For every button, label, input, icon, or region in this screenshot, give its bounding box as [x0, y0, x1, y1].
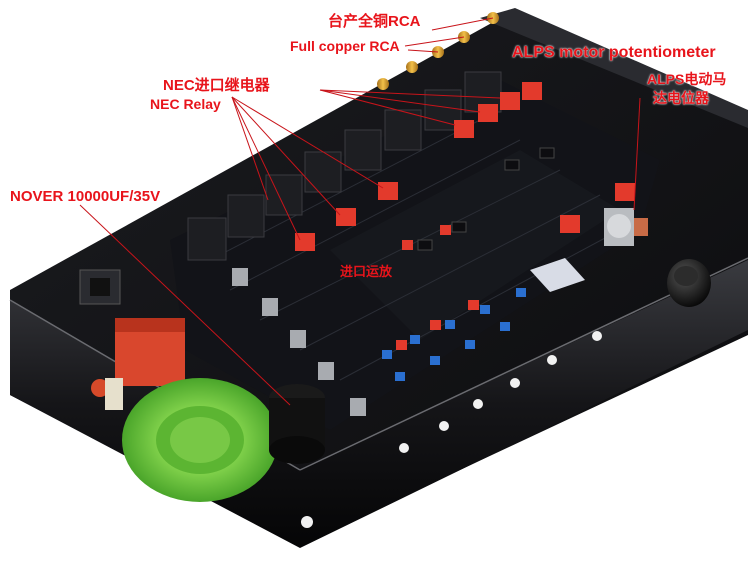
main-filter-capacitor	[269, 384, 325, 464]
input-2-button[interactable]	[473, 399, 483, 409]
mute-button[interactable]	[592, 331, 602, 341]
motor-potentiometer	[604, 208, 648, 246]
power-button[interactable]	[301, 516, 313, 528]
op-amp-chips	[417, 147, 555, 251]
rca-cn-label: 台产全铜RCA	[328, 13, 421, 30]
input-1-button[interactable]	[439, 421, 449, 431]
alps-motor-cn-line2: 达电位器	[653, 90, 709, 106]
red-capacitors	[295, 82, 635, 350]
regulator-heatsinks	[232, 268, 366, 416]
power-inlet	[79, 269, 121, 305]
toroidal-transformer	[122, 378, 278, 502]
nec-cn-label: NEC进口继电器	[163, 77, 270, 94]
front-buttons[interactable]	[301, 331, 602, 528]
input-button[interactable]	[399, 443, 409, 453]
small-transformer	[115, 318, 185, 386]
ribbon-cable	[530, 258, 585, 292]
nec-en-label: NEC Relay	[150, 96, 221, 112]
alps-motor-cn-line1: ALPS电动马	[647, 71, 727, 87]
fuse-block	[91, 378, 123, 410]
opamp-label: 进口运放	[340, 264, 393, 279]
rca-en-label: Full copper RCA	[290, 38, 400, 54]
annotation-lines	[79, 17, 641, 406]
input-3-button[interactable]	[510, 378, 520, 388]
nover-label: NOVER 10000UF/35V	[10, 188, 161, 205]
input-4-button[interactable]	[547, 355, 557, 365]
alps-motor-en-label: ALPS motor potentiometer	[512, 44, 716, 61]
volume-knob-icon[interactable]	[667, 259, 711, 307]
